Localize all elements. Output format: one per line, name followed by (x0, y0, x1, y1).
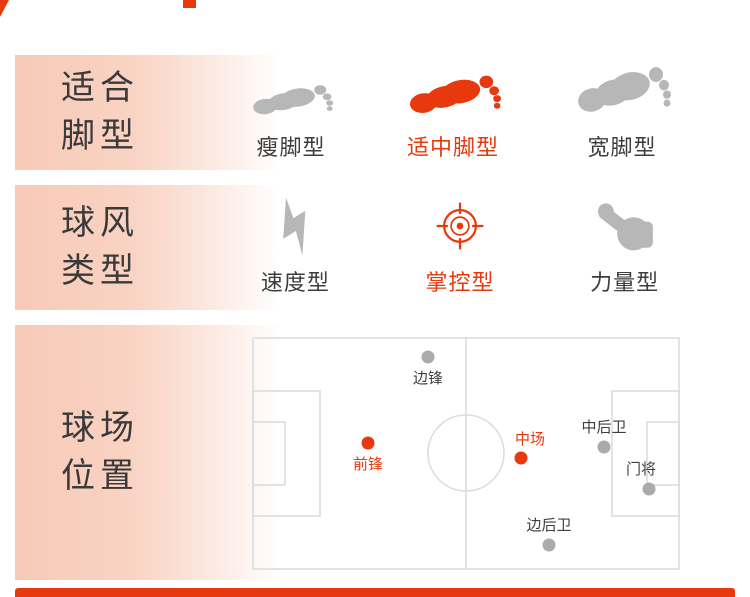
section-pitch-position: 球场 位置 边锋 (15, 325, 735, 580)
section-title-line: 位置 (61, 456, 139, 495)
foot-type-wide-label: 宽脚型 (587, 135, 657, 160)
position-dot (597, 440, 611, 454)
position-label: 前锋 (352, 456, 384, 473)
muscle-arm-icon (594, 198, 656, 254)
foot-type-thin: 瘦脚型 (248, 63, 334, 162)
footprint-thin-icon (248, 63, 334, 119)
section-title-play-style: 球风 类型 (15, 185, 185, 310)
section-title-line: 球场 (61, 408, 139, 447)
top-left-red-deco (0, 0, 9, 17)
play-style-speed-label: 速度型 (260, 270, 330, 295)
section-title-line: 球风 (61, 203, 139, 242)
position-label: 中后卫 (581, 419, 627, 436)
section-title-line: 脚型 (61, 116, 139, 155)
play-style-options: 速度型 掌控型 (185, 185, 735, 310)
position-dot (642, 482, 656, 496)
soccer-field-lines (252, 337, 680, 570)
play-style-control: 掌控型 (425, 198, 494, 297)
section-title-line: 类型 (61, 251, 139, 290)
play-style-control-label: 掌控型 (425, 270, 495, 295)
position-dot (514, 451, 528, 465)
position-dot (421, 350, 435, 364)
position-label: 中场 (514, 431, 546, 448)
section-foot-type: 适合 脚型 瘦脚型 (15, 55, 735, 170)
pitch-area: 边锋 前锋 中场 中后卫 门将 (185, 325, 735, 580)
soccer-field-diagram: 边锋 前锋 中场 中后卫 门将 (252, 337, 680, 570)
position-label: 门将 (625, 461, 657, 478)
section-title-line: 适合 (61, 68, 139, 107)
foot-type-options: 瘦脚型 适中脚型 (185, 55, 735, 170)
play-style-speed: 速度型 (260, 197, 330, 297)
bottom-red-bar (15, 588, 735, 597)
section-title-pitch-position: 球场 位置 (15, 325, 185, 580)
lightning-icon (276, 197, 314, 256)
foot-type-medium-label: 适中脚型 (406, 135, 499, 160)
position-label: 边后卫 (526, 517, 572, 534)
position-dot (361, 436, 375, 450)
position-dot (542, 538, 556, 552)
foot-type-medium: 适中脚型 (404, 63, 502, 162)
top-red-deco (183, 0, 196, 8)
play-style-power-label: 力量型 (590, 270, 660, 295)
foot-type-thin-label: 瘦脚型 (256, 135, 326, 160)
position-label: 边锋 (412, 370, 444, 387)
target-scope-icon (432, 198, 488, 254)
section-title-foot-type: 适合 脚型 (15, 55, 185, 170)
foot-type-wide: 宽脚型 (572, 63, 672, 162)
section-play-style: 球风 类型 速度型 (15, 185, 735, 310)
footprint-wide-icon (572, 63, 672, 119)
play-style-power: 力量型 (590, 198, 659, 297)
footprint-medium-icon (404, 63, 502, 119)
